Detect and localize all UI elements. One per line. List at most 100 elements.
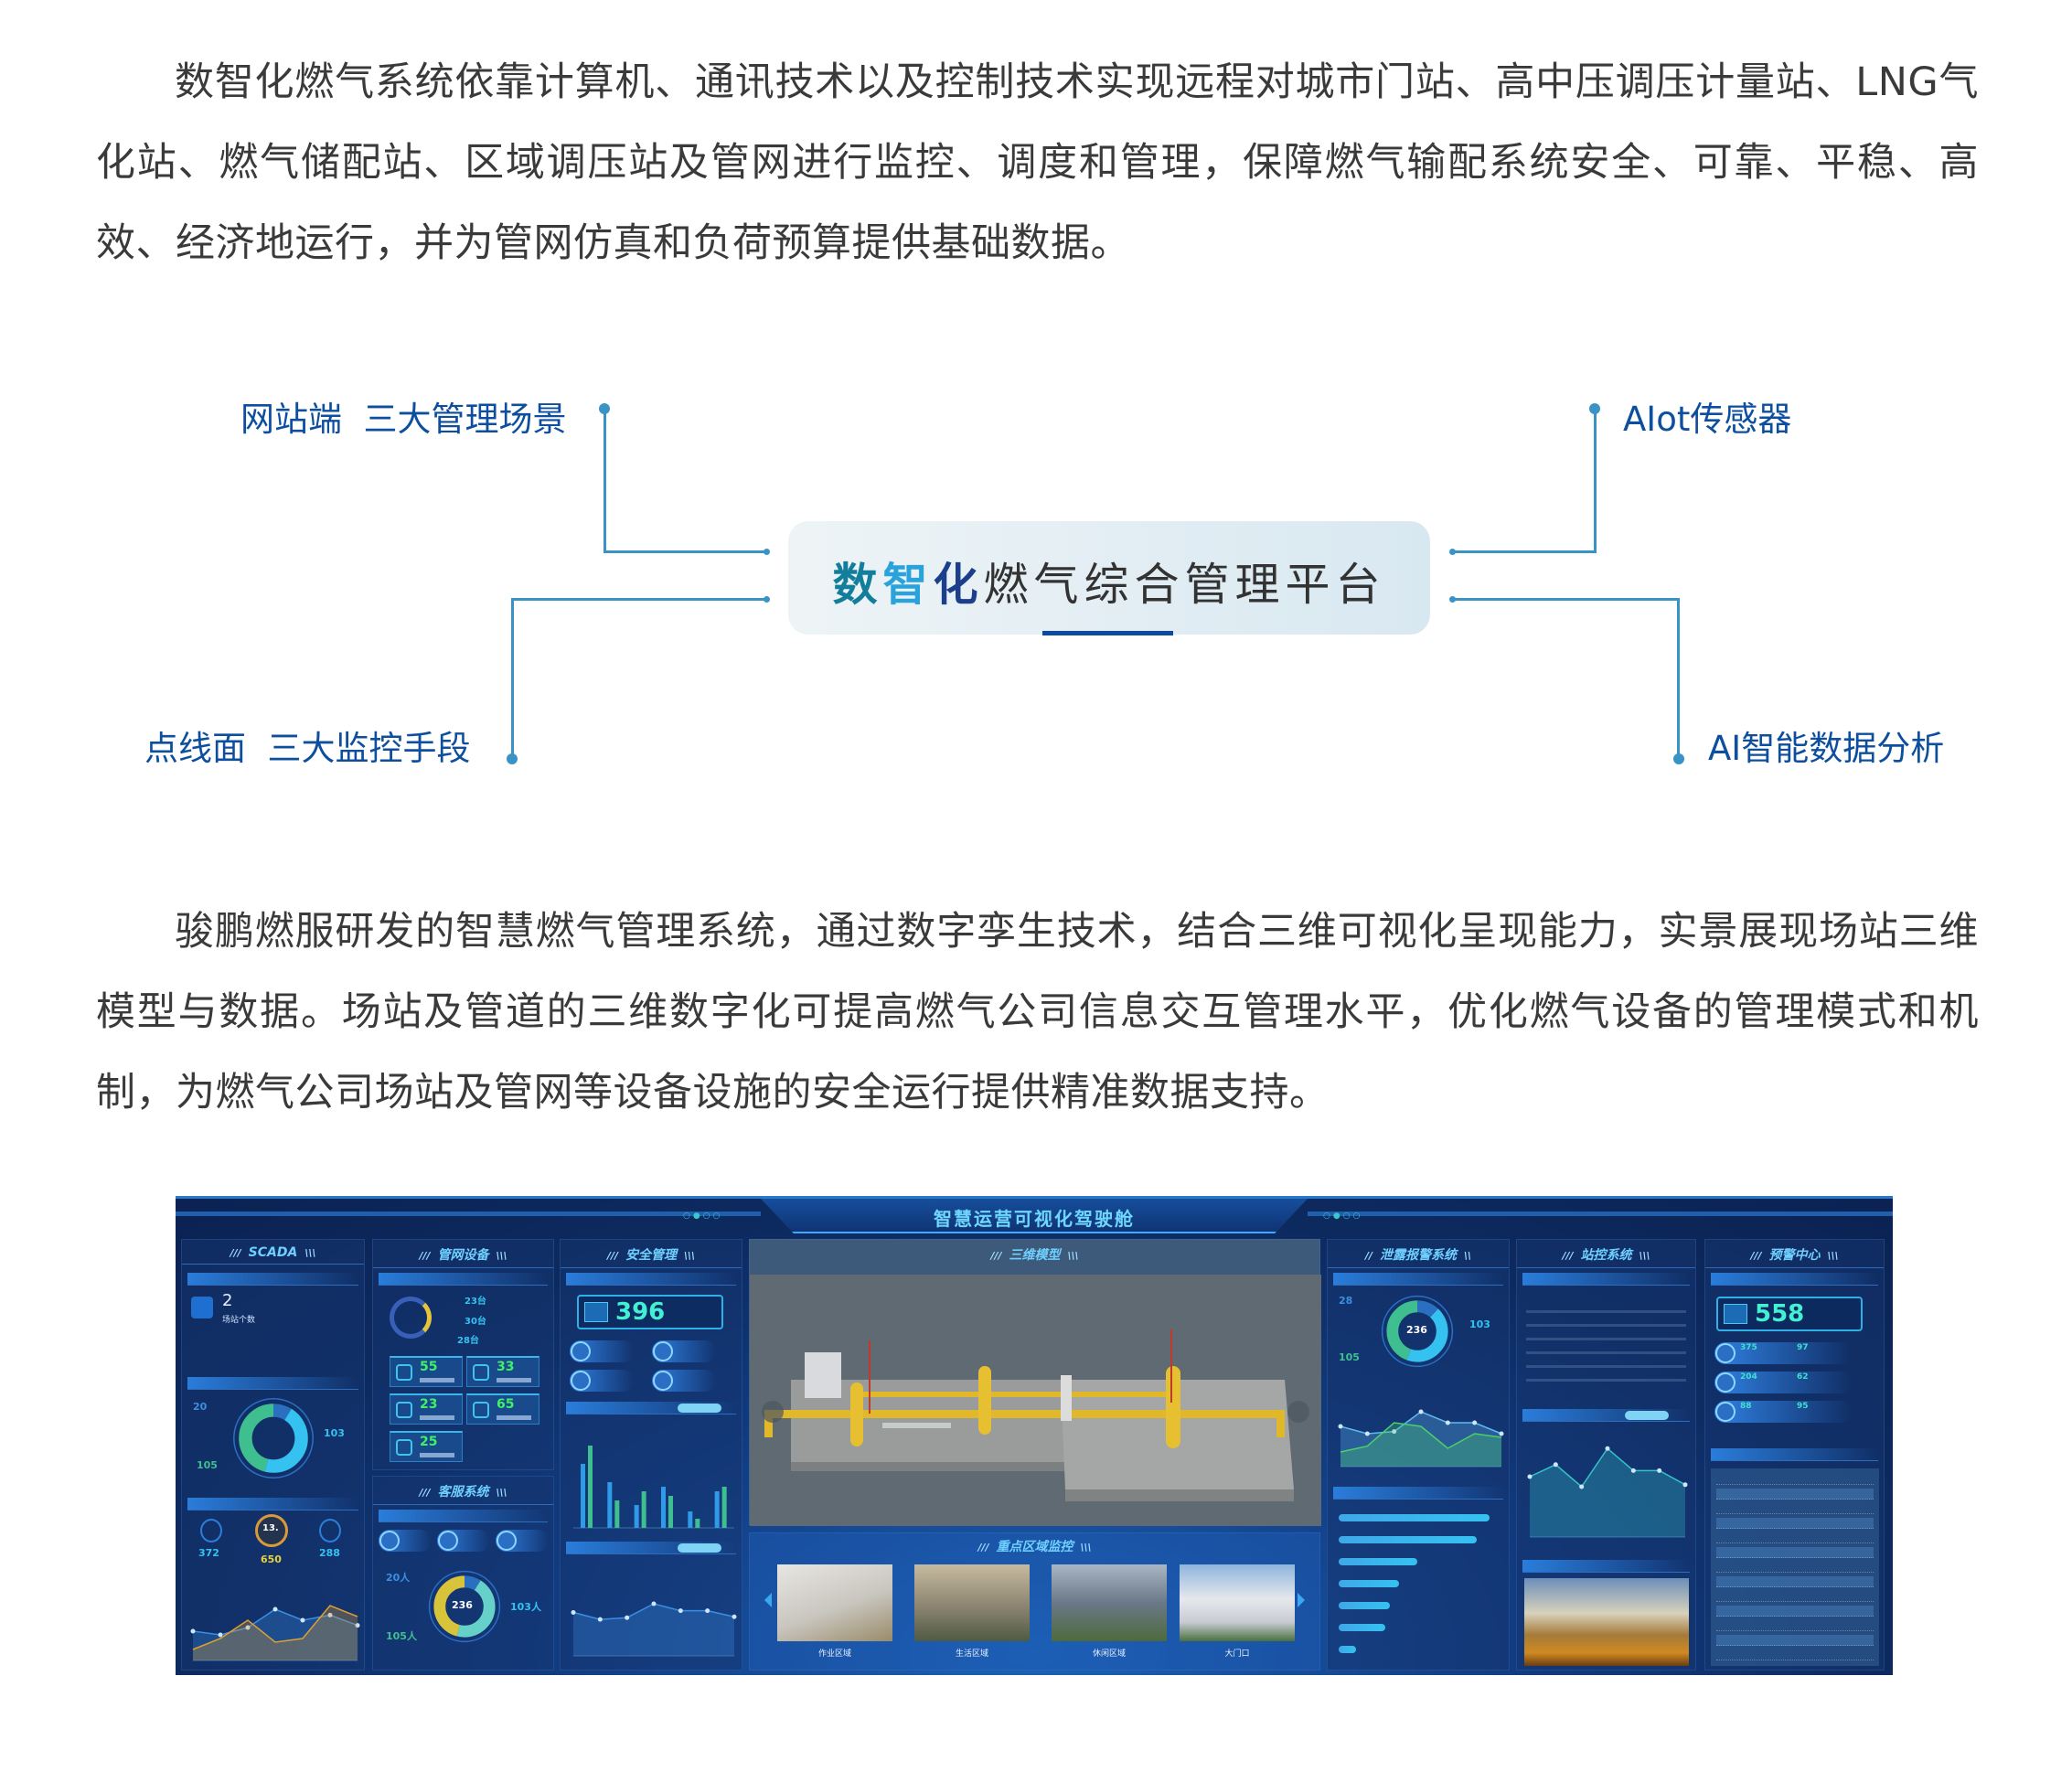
connector-dot — [764, 549, 770, 555]
data-point — [1682, 1482, 1688, 1488]
panel-safety: ///安全管理\\\ 396 — [560, 1239, 742, 1671]
pill-value: 62 — [1797, 1372, 1809, 1382]
panel-title-text: 重点区域监控 — [996, 1540, 1073, 1554]
period-toggle[interactable] — [678, 1404, 721, 1413]
section-header — [379, 1510, 548, 1522]
tile-label — [497, 1378, 531, 1382]
connector-dot — [507, 753, 518, 764]
data-point — [190, 1628, 196, 1634]
alert-table — [1711, 1468, 1879, 1666]
data-point — [625, 1615, 630, 1620]
next-arrow-icon[interactable] — [1298, 1593, 1312, 1607]
bar — [588, 1446, 593, 1528]
station-count-label: 场站个数 — [222, 1316, 256, 1325]
bar — [668, 1496, 673, 1528]
section-header — [1522, 1273, 1690, 1286]
station-live-photo[interactable] — [1524, 1578, 1689, 1666]
camera-photo-gate[interactable] — [1180, 1564, 1295, 1641]
section-header — [379, 1273, 548, 1286]
panel-customer-service: ///客服系统\\\ 236 20人 103人 105人 — [372, 1476, 554, 1671]
camera-photo-work-area[interactable] — [777, 1564, 892, 1641]
donut-segment — [433, 1575, 496, 1638]
prev-arrow-icon[interactable] — [757, 1593, 772, 1607]
bar — [688, 1511, 693, 1528]
panel-pipe-devices: ///管网设备\\\ 23台 30台 28台 55 33 23 65 25 — [372, 1239, 554, 1470]
counter-value: 558 — [1755, 1300, 1805, 1328]
table-row — [1716, 1532, 1874, 1543]
title-underline — [1042, 631, 1173, 635]
data-point — [571, 1610, 576, 1615]
tile-value: 55 — [420, 1360, 438, 1374]
donut-label: 103人 — [510, 1601, 541, 1613]
section-header — [187, 1377, 358, 1390]
data-point — [1657, 1468, 1662, 1473]
ranking-bar — [1339, 1646, 1356, 1653]
tile-value: 65 — [497, 1397, 515, 1412]
connector-line — [1452, 550, 1597, 553]
table-row — [1716, 1591, 1874, 1602]
photo-caption: 休闲区域 — [1092, 1649, 1126, 1659]
donut-label: 105 — [1339, 1351, 1360, 1363]
stat-pill — [652, 1340, 716, 1362]
photo-caption: 作业区域 — [817, 1649, 851, 1659]
label-ai-analysis: AI智能数据分析 — [1708, 729, 1945, 768]
photo-caption: 生活区域 — [955, 1649, 988, 1659]
pill-icon — [1715, 1372, 1736, 1393]
ranking-bar — [1339, 1580, 1400, 1587]
table-row — [1716, 1489, 1874, 1500]
camera-photo-leisure-area[interactable] — [1052, 1564, 1167, 1641]
ranking-bar — [1339, 1624, 1385, 1631]
panel-title: ///客服系统\\\ — [373, 1482, 553, 1505]
donut-label: 20 — [193, 1401, 208, 1413]
panel-title: ///重点区域监控\\\ — [977, 1540, 1092, 1554]
pill-icon — [571, 1341, 591, 1361]
header-deco — [176, 1212, 761, 1216]
panel-title: ///站控系统\\\ — [1517, 1245, 1695, 1268]
tile-label — [497, 1415, 531, 1420]
pill-icon — [497, 1531, 517, 1551]
title-highlight-char: 数 — [832, 559, 883, 611]
section-header — [566, 1273, 736, 1286]
tile-value: 33 — [497, 1360, 515, 1374]
period-toggle[interactable] — [678, 1543, 721, 1553]
period-toggle[interactable] — [1625, 1411, 1669, 1420]
panel-3d-model: ///三维模型\\\ — [749, 1239, 1321, 1526]
panel-title-text: 预警中心 — [1768, 1248, 1821, 1263]
data-point — [705, 1608, 710, 1614]
counter-value: 396 — [615, 1298, 666, 1326]
ranking-bar — [1339, 1536, 1478, 1543]
area-fill — [1340, 1423, 1501, 1467]
tile-label — [420, 1453, 454, 1457]
stat-pill — [496, 1530, 549, 1552]
table-row — [1716, 1503, 1874, 1514]
stat-pill — [570, 1340, 634, 1362]
connector-line — [1677, 598, 1680, 759]
donut-label: 103 — [1469, 1318, 1490, 1330]
power-icon — [396, 1402, 412, 1418]
table-row — [1716, 1518, 1874, 1529]
camera-photo-living-area[interactable] — [914, 1564, 1030, 1641]
data-point — [355, 1623, 360, 1628]
device-icon — [396, 1364, 412, 1381]
label-monitoring-means: 点线面 三大监控手段 — [144, 729, 471, 768]
device-tile: 23 — [390, 1393, 463, 1425]
pill-icon — [1715, 1402, 1736, 1422]
data-point — [1579, 1484, 1585, 1489]
data-point — [245, 1625, 251, 1630]
device-tile: 55 — [390, 1356, 463, 1387]
scada-area-chart — [190, 1605, 360, 1661]
donut-segment — [433, 1575, 496, 1638]
stat-pill — [379, 1530, 432, 1552]
series-line — [1340, 1422, 1502, 1453]
donut-label: 20人 — [386, 1572, 411, 1584]
dashboard-title: 智慧运营可视化驾驶舱 — [934, 1208, 1135, 1230]
safety-bar-chart — [573, 1446, 734, 1529]
panel-title-text: 泄露报警系统 — [1380, 1248, 1457, 1263]
dashboard-preview: ○●○○ ○●○○ 智慧运营可视化驾驶舱 ///SCADA\\\ 2 场站个数 … — [176, 1196, 1893, 1675]
connector-line — [603, 409, 606, 553]
table-row — [1716, 1635, 1874, 1646]
pill-icon — [438, 1531, 458, 1551]
device-ring-chart — [390, 1297, 432, 1339]
donut-segment — [1386, 1300, 1448, 1362]
